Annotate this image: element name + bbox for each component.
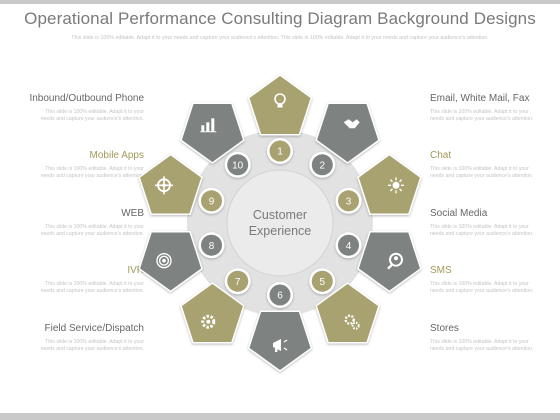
- right-label-title: Email, White Mail, Fax: [430, 93, 530, 104]
- crosshair-icon: [155, 176, 173, 195]
- segment-number: 7: [235, 277, 241, 288]
- segment-number: 9: [209, 196, 215, 207]
- segment-number-badge: 7: [224, 268, 251, 295]
- right-label-4: SMS This slide is 100% editable. Adapt i…: [430, 264, 560, 295]
- right-label-desc: This slide is 100% editable. Adapt it to…: [430, 109, 534, 122]
- segment-number-badge: 10: [224, 151, 251, 178]
- segment-number: 2: [320, 160, 326, 171]
- left-label-5: Field Service/Dispatch This slide is 100…: [4, 322, 144, 353]
- segment-shape: [357, 153, 422, 215]
- segment-number-badge: 4: [335, 232, 362, 259]
- segment-number-badge: 9: [198, 187, 225, 214]
- left-label-title: Inbound/Outbound Phone: [29, 93, 144, 104]
- badge-fill: [227, 154, 249, 176]
- right-label-1: Email, White Mail, Fax This slide is 100…: [430, 92, 560, 123]
- segment-7: [180, 282, 245, 344]
- segment-2: [315, 102, 380, 164]
- bar-chart-icon: [200, 118, 217, 133]
- gear-icon: [201, 314, 216, 329]
- right-label-desc: This slide is 100% editable. Adapt it to…: [430, 339, 534, 352]
- left-label-title: Field Service/Dispatch: [44, 323, 144, 334]
- right-label-desc: This slide is 100% editable. Adapt it to…: [430, 281, 534, 294]
- center-label-line2: Experience: [249, 224, 312, 238]
- bulb-icon: [274, 93, 286, 108]
- segment-shape: [315, 282, 380, 344]
- left-label-2: Mobile Apps This slide is 100% editable.…: [4, 149, 144, 180]
- segment-1: [247, 74, 313, 136]
- center-circle: [226, 169, 334, 277]
- left-label-3: WEB This slide is 100% editable. Adapt i…: [4, 207, 144, 238]
- badge-fill: [338, 190, 359, 212]
- segment-number: 1: [277, 147, 283, 158]
- segment-number: 5: [320, 277, 326, 288]
- bottom-border: [0, 413, 560, 420]
- segment-number: 4: [346, 241, 352, 252]
- gears-icon: [344, 314, 360, 330]
- segment-number: 8: [209, 241, 215, 252]
- segment-number-badge: 8: [198, 232, 225, 259]
- center-label-line1: Customer: [253, 208, 307, 222]
- megaphone-icon: [273, 339, 288, 352]
- segment-shape: [180, 102, 245, 164]
- right-label-2: Chat This slide is 100% editable. Adapt …: [430, 149, 560, 180]
- page-title: Operational Performance Consulting Diagr…: [24, 9, 536, 28]
- left-label-desc: This slide is 100% editable. Adapt it to…: [40, 109, 144, 122]
- left-label-desc: This slide is 100% editable. Adapt it to…: [40, 224, 144, 237]
- top-border: [0, 0, 560, 4]
- right-label-5: Stores This slide is 100% editable. Adap…: [430, 322, 560, 353]
- badge-fill: [338, 234, 359, 256]
- target-icon: [156, 253, 172, 269]
- right-label-title: SMS: [430, 265, 452, 276]
- badge-fill: [201, 234, 222, 256]
- segment-number-badge: 2: [309, 151, 336, 178]
- segment-number: 3: [346, 196, 352, 207]
- left-label-title: IVR: [127, 265, 144, 276]
- page-subtitle: This slide is 100% editable. Adapt it to…: [71, 35, 489, 41]
- left-label-desc: This slide is 100% editable. Adapt it to…: [40, 339, 144, 352]
- right-label-desc: This slide is 100% editable. Adapt it to…: [430, 166, 534, 179]
- segment-number-badge: 3: [335, 187, 362, 214]
- badge-fill: [227, 270, 249, 292]
- segment-4: [357, 231, 422, 293]
- segment-number-badge: 6: [267, 282, 293, 308]
- right-label-desc: This slide is 100% editable. Adapt it to…: [430, 224, 534, 237]
- right-label-title: Social Media: [430, 208, 488, 219]
- right-label-title: Chat: [430, 150, 452, 161]
- segment-shape: [315, 102, 380, 164]
- left-label-desc: This slide is 100% editable. Adapt it to…: [40, 166, 144, 179]
- segment-number-badge: 5: [309, 268, 336, 295]
- segment-shape: [180, 282, 245, 344]
- segment-10: [180, 102, 245, 164]
- idea-icon: [388, 177, 404, 194]
- search-person-icon: [387, 252, 403, 270]
- left-label-title: Mobile Apps: [89, 150, 144, 161]
- left-label-title: WEB: [121, 208, 144, 219]
- segment-8: [138, 231, 203, 293]
- badge-fill: [269, 140, 291, 162]
- right-label-title: Stores: [430, 323, 459, 334]
- segment-number: 6: [277, 291, 283, 302]
- handshake-icon: [343, 119, 360, 129]
- segment-6: [247, 310, 313, 372]
- badge-fill: [269, 284, 291, 306]
- badge-fill: [201, 190, 222, 212]
- left-label-4: IVR This slide is 100% editable. Adapt i…: [4, 264, 144, 295]
- left-label-desc: This slide is 100% editable. Adapt it to…: [40, 281, 144, 294]
- segment-number: 10: [232, 160, 244, 171]
- left-label-1: Inbound/Outbound Phone This slide is 100…: [4, 92, 144, 123]
- segment-number-badge: 1: [267, 138, 293, 164]
- segment-9: [138, 153, 203, 215]
- right-label-3: Social Media This slide is 100% editable…: [430, 207, 560, 238]
- badge-fill: [311, 270, 333, 292]
- segment-3: [357, 153, 422, 215]
- segment-5: [315, 282, 380, 344]
- badge-fill: [311, 154, 333, 176]
